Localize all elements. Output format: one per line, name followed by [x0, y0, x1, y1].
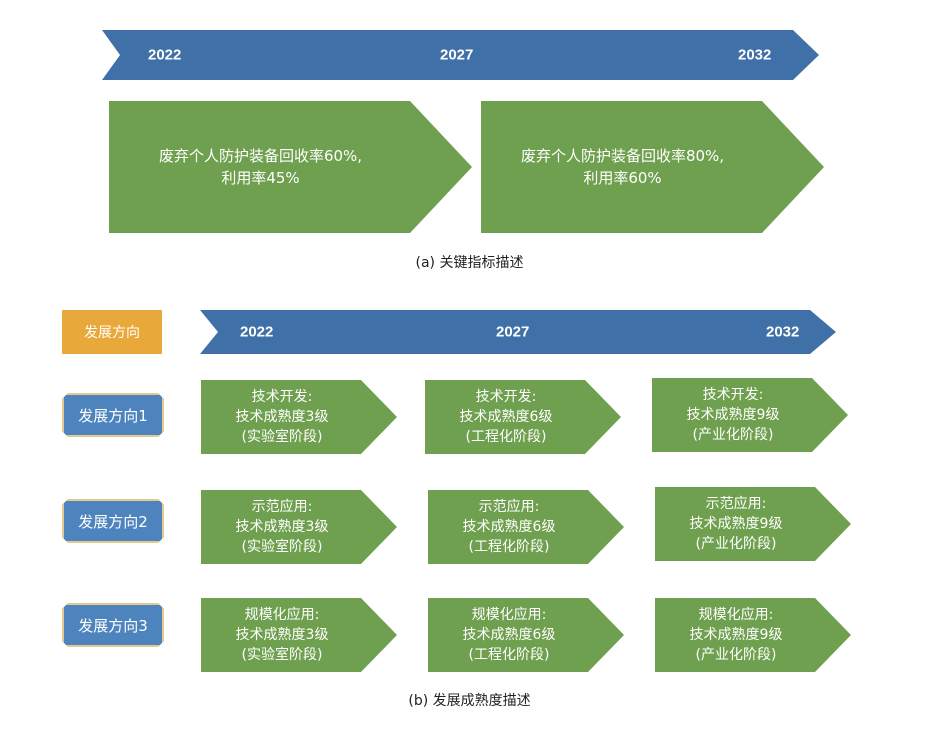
direction-1-stage-9: 技术开发: 技术成熟度9级 (产业化阶段): [652, 378, 848, 452]
timeline-b-year-2032: 2032: [766, 323, 800, 341]
timeline-b-year-2022: 2022: [240, 323, 274, 341]
target-2027-line2: 利用率45%: [221, 169, 300, 187]
cell-line: 技术成熟度6级: [459, 409, 553, 425]
direction-1-label: 发展方向1: [62, 393, 164, 437]
target-2027-line1: 废弃个人防护装备回收率60%,: [158, 147, 363, 165]
cell-line: (实验室阶段): [241, 429, 323, 445]
timeline-a-year-2032: 2032: [738, 46, 772, 64]
caption-b: (b) 发展成熟度描述: [408, 693, 531, 709]
cell-line: 技术成熟度3级: [235, 627, 329, 643]
cell-line: 技术成熟度3级: [235, 519, 329, 535]
direction-3-stage-3: 规模化应用: 技术成熟度3级 (实验室阶段): [201, 598, 397, 672]
cell-line: 示范应用:: [705, 496, 767, 512]
cell-line: (产业化阶段): [695, 536, 777, 552]
timeline-a-arrow: 2022 2027 2032: [102, 30, 819, 80]
direction-3-stage-6: 规模化应用: 技术成熟度6级 (工程化阶段): [428, 598, 624, 672]
cell-line: 规模化应用:: [471, 607, 547, 623]
cell-line: (工程化阶段): [468, 647, 550, 663]
cell-line: 技术成熟度9级: [689, 516, 783, 532]
direction-1-stage-6: 技术开发: 技术成熟度6级 (工程化阶段): [425, 380, 621, 454]
cell-line: 示范应用:: [251, 499, 313, 515]
cell-line: 示范应用:: [478, 499, 540, 515]
direction-3-label: 发展方向3: [62, 603, 164, 647]
cell-line: (工程化阶段): [465, 429, 547, 445]
direction-2-stage-9: 示范应用: 技术成熟度9级 (产业化阶段): [655, 487, 851, 561]
direction-2-stage-3: 示范应用: 技术成熟度3级 (实验室阶段): [201, 490, 397, 564]
cell-line: 技术成熟度9级: [689, 627, 783, 643]
cell-line: 技术开发:: [702, 387, 764, 403]
direction-3-stage-9: 规模化应用: 技术成熟度9级 (产业化阶段): [655, 598, 851, 672]
cell-line: (实验室阶段): [241, 647, 323, 663]
target-2027-arrow: 废弃个人防护装备回收率60%, 利用率45%: [109, 101, 472, 233]
cell-line: 技术开发:: [475, 389, 537, 405]
caption-a: (a) 关键指标描述: [415, 255, 524, 271]
cell-line: 规模化应用:: [244, 607, 320, 623]
cell-line: (工程化阶段): [468, 539, 550, 555]
timeline-b-arrow: 2022 2027 2032: [200, 310, 836, 354]
target-2032-line1: 废弃个人防护装备回收率80%,: [520, 147, 725, 165]
cell-line: 技术成熟度9级: [686, 407, 780, 423]
cell-line: 规模化应用:: [698, 607, 774, 623]
cell-line: 技术成熟度6级: [462, 627, 556, 643]
cell-line: (产业化阶段): [695, 647, 777, 663]
cell-line: (产业化阶段): [692, 427, 774, 443]
direction-header-label: 发展方向: [62, 310, 162, 354]
cell-line: (实验室阶段): [241, 539, 323, 555]
direction-2-label: 发展方向2: [62, 499, 164, 543]
cell-line: 技术成熟度3级: [235, 409, 329, 425]
timeline-a-year-2022: 2022: [148, 46, 182, 64]
direction-1-stage-3: 技术开发: 技术成熟度3级 (实验室阶段): [201, 380, 397, 454]
timeline-a-year-2027: 2027: [440, 46, 474, 64]
direction-2-stage-6: 示范应用: 技术成熟度6级 (工程化阶段): [428, 490, 624, 564]
target-2032-arrow: 废弃个人防护装备回收率80%, 利用率60%: [481, 101, 824, 233]
target-2032-line2: 利用率60%: [583, 169, 662, 187]
cell-line: 技术成熟度6级: [462, 519, 556, 535]
timeline-b-year-2027: 2027: [496, 323, 530, 341]
cell-line: 技术开发:: [251, 389, 313, 405]
